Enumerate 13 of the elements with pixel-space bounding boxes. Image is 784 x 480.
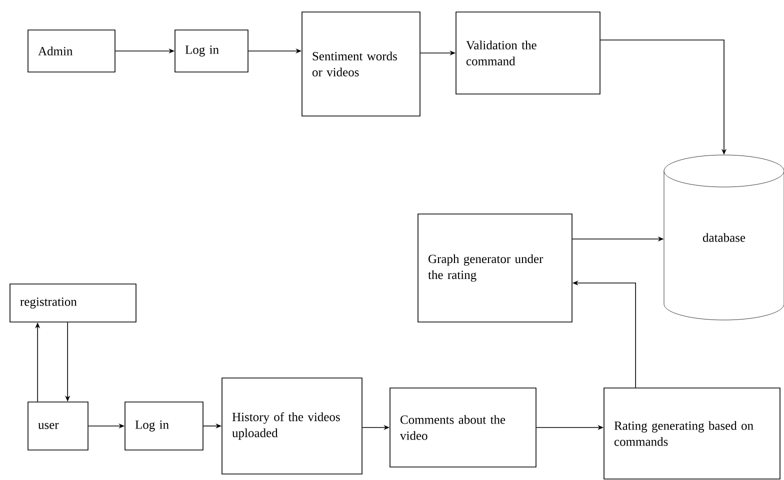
process-box: Admin <box>28 30 116 72</box>
process-box: registration <box>10 284 136 322</box>
database-cylinder: database <box>664 154 784 320</box>
node-label: database <box>702 233 746 242</box>
process-box: Graph generator under the rating <box>418 214 572 322</box>
process-box: History of the videos uploaded <box>222 378 362 474</box>
process-box: Comments about the video <box>390 388 536 468</box>
process-box: Log in <box>174 30 248 72</box>
process-box: user <box>28 402 88 450</box>
process-box: Validation the command <box>456 12 600 94</box>
process-box: Rating generating based on commands <box>604 388 780 480</box>
process-box: Log in <box>124 402 204 450</box>
process-box: Sentiment words or videos <box>302 12 420 116</box>
